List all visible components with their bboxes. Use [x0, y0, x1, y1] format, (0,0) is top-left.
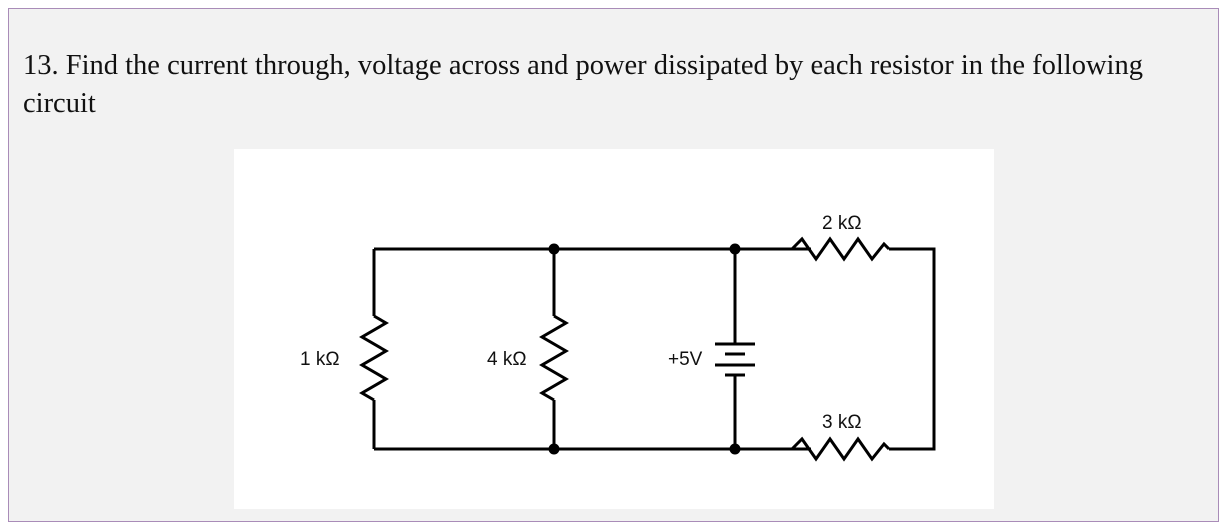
battery-symbol: [715, 342, 755, 377]
resistor-r3: [790, 436, 891, 462]
resistor-r2: [790, 236, 891, 262]
junction-dot: [548, 243, 560, 255]
label-r3: 3 kΩ: [822, 412, 862, 433]
resistor-r1: [359, 314, 389, 402]
question-text: 13. Find the current through, voltage ac…: [23, 50, 1143, 119]
junction-dot: [548, 443, 560, 455]
label-r4: 4 kΩ: [487, 349, 527, 370]
junction-dot: [729, 443, 741, 455]
circuit-svg: 1 kΩ 4 kΩ +5V 2 kΩ 3 kΩ: [300, 213, 936, 462]
wire-top-right: [735, 247, 936, 451]
label-r2: 2 kΩ: [822, 213, 862, 234]
circuit-diagram: 1 kΩ 4 kΩ +5V 2 kΩ 3 kΩ: [234, 149, 994, 509]
question-card: 13. Find the current through, voltage ac…: [8, 8, 1219, 522]
label-source: +5V: [668, 349, 703, 370]
junction-dot: [729, 243, 741, 255]
label-r1: 1 kΩ: [300, 349, 340, 370]
resistor-r4: [539, 314, 569, 402]
